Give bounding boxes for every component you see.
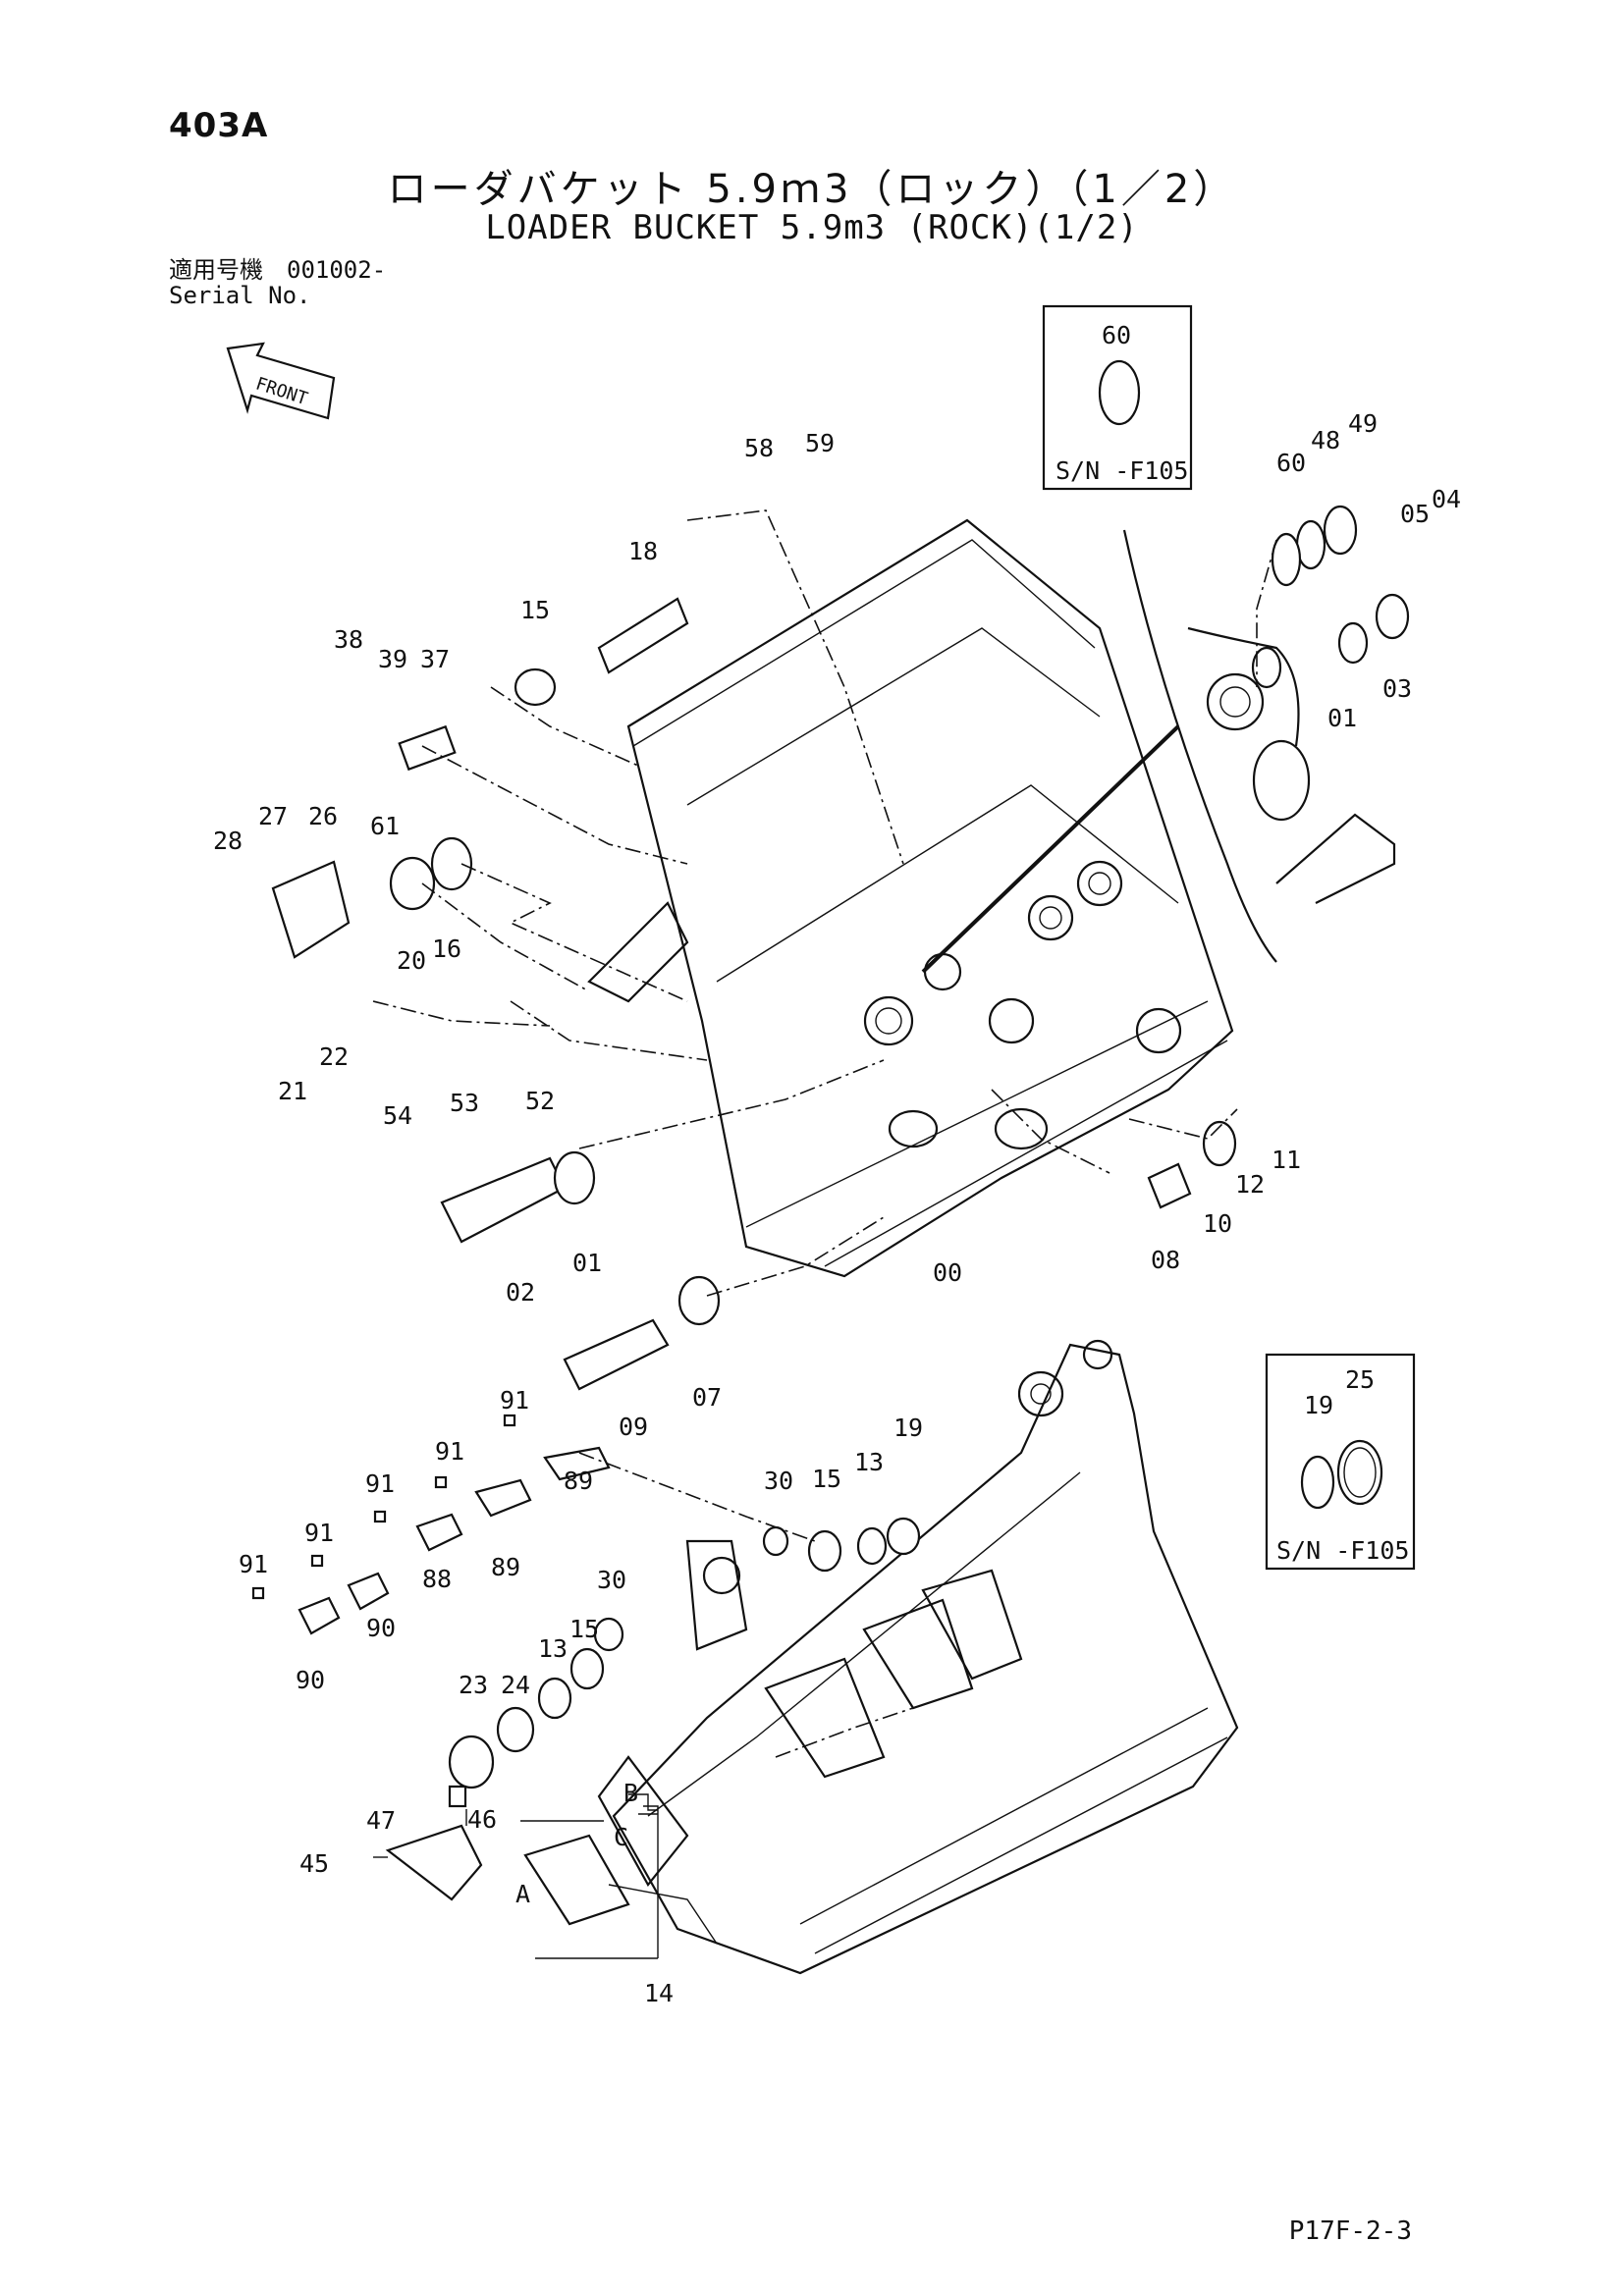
serial-block: 適用号機 001002- Serial No.	[169, 257, 386, 308]
callout-label: 16	[432, 934, 461, 963]
callout-label: 10	[1203, 1209, 1232, 1238]
inset-box-top: 60 S/N -F105	[1042, 304, 1193, 491]
callout-label: 22	[319, 1042, 349, 1071]
callout-label: 90	[296, 1666, 325, 1694]
callout-label: 15	[520, 596, 550, 624]
callout-label: 11	[1272, 1146, 1301, 1174]
title-english: LOADER BUCKET 5.9m3 (ROCK)(1/2)	[485, 208, 1139, 247]
pins-and-bushings	[271, 505, 1410, 1789]
callout-label: 23	[459, 1671, 488, 1699]
leader-lines	[372, 509, 1277, 1758]
callout-label: 03	[1382, 674, 1412, 703]
callout-label: 19	[1304, 1391, 1333, 1419]
callout-label: 24	[501, 1671, 530, 1699]
callout-label: 61	[370, 812, 400, 840]
callout-label: 91	[239, 1550, 268, 1578]
callout-label: 89	[564, 1467, 593, 1495]
callout-label: 53	[450, 1089, 479, 1117]
callout-label: 19	[893, 1414, 923, 1442]
page-footer-code: P17F-2-3	[1288, 2216, 1412, 2246]
callout-label: 08	[1151, 1246, 1180, 1274]
callout-label: 58	[744, 434, 774, 462]
callout-label: 91	[500, 1386, 529, 1415]
callout-label: 90	[366, 1614, 396, 1642]
leader-lines-bracket	[373, 1793, 659, 1959]
callout-label: 13	[538, 1634, 568, 1663]
callout-label: B	[623, 1779, 638, 1807]
callout-label: 26	[308, 802, 338, 830]
callout-label: 15	[569, 1615, 599, 1643]
callout-label: 91	[365, 1469, 395, 1498]
callout-label: 27	[258, 802, 288, 830]
callout-label: 00	[933, 1258, 962, 1287]
callout-label: 18	[628, 537, 658, 565]
callout-label: 09	[619, 1413, 648, 1441]
callout-label: 91	[435, 1437, 464, 1466]
callout-label: 28	[213, 827, 243, 855]
frame-detail-right	[921, 529, 1396, 974]
callout-label: 25	[1345, 1365, 1375, 1394]
callout-label: 07	[692, 1383, 722, 1412]
callout-label: 47	[366, 1806, 396, 1835]
callout-label: 60	[1276, 449, 1306, 477]
callout-label: 12	[1235, 1170, 1265, 1199]
serial-value: 001002-	[287, 256, 387, 284]
inset-serial-label: S/N -F105	[1276, 1536, 1409, 1565]
title-japanese: ローダバケット 5.9ｍ3（ロック）（1／2）	[387, 167, 1237, 212]
callout-label: 14	[644, 1979, 674, 2007]
inset-serial-label: S/N -F105	[1056, 456, 1188, 485]
callout-label: 49	[1348, 409, 1378, 438]
front-arrow-icon: FRONT	[226, 342, 336, 420]
callout-label: 01	[1327, 704, 1357, 732]
callout-label: 48	[1311, 426, 1340, 454]
callout-label: 88	[422, 1565, 452, 1593]
callout-label: 91	[304, 1519, 334, 1547]
callout-label: 05	[1400, 500, 1430, 528]
callout-label: 04	[1432, 485, 1461, 513]
callout-label: 52	[525, 1087, 555, 1115]
bucket-frame-structure	[587, 518, 1234, 1278]
callout-label: A	[515, 1880, 530, 1908]
serial-label-jp: 適用号機	[169, 256, 263, 284]
callout-label: 37	[420, 645, 450, 673]
callout-label: 15	[812, 1465, 841, 1493]
callout-label: 60	[1102, 321, 1131, 349]
callout-label: C	[614, 1823, 628, 1851]
bucket-body	[597, 1339, 1239, 1975]
callout-label: 89	[491, 1553, 520, 1581]
callout-label: 21	[278, 1077, 307, 1105]
callout-label: 59	[805, 429, 835, 457]
callout-label: 45	[299, 1849, 329, 1878]
callout-label: 39	[378, 645, 407, 673]
callout-label: 13	[854, 1448, 884, 1476]
callout-label: 02	[506, 1278, 535, 1307]
callout-label: 38	[334, 625, 363, 654]
callout-label: 30	[597, 1566, 626, 1594]
small-plates	[251, 1414, 611, 1635]
inset-box-bottom: 19 25 S/N -F105	[1265, 1353, 1416, 1571]
callout-label: 20	[397, 946, 426, 975]
serial-label-en: Serial No.	[169, 282, 311, 309]
callout-label: 01	[572, 1249, 602, 1277]
teeth-adapters	[385, 1785, 718, 1945]
callout-label: 30	[764, 1467, 793, 1495]
callout-label: 46	[467, 1805, 497, 1834]
page-code: 403A	[169, 106, 269, 145]
callout-label: 54	[383, 1101, 412, 1130]
